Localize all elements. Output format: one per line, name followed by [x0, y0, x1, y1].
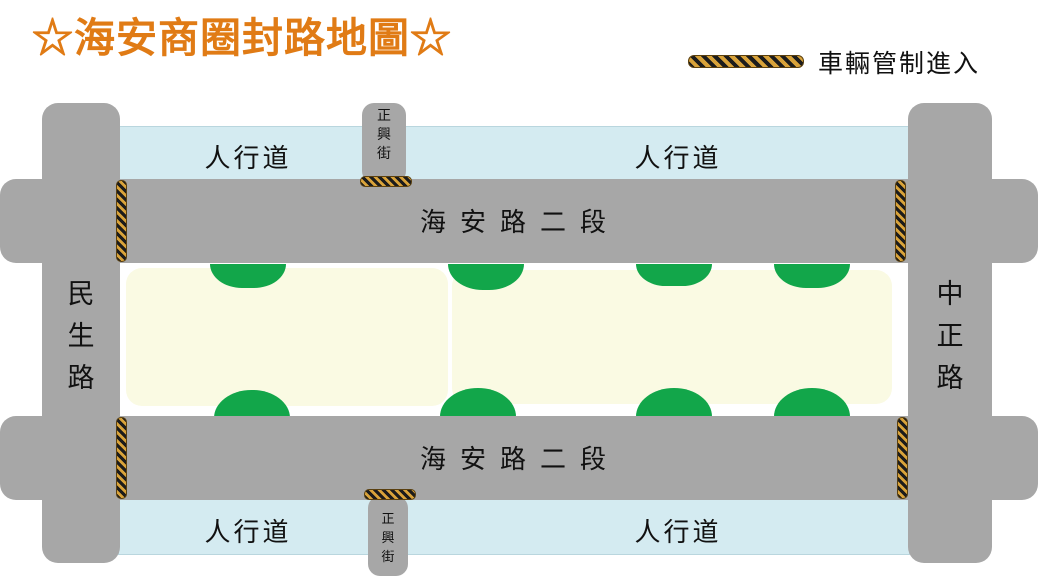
barrier-marker — [116, 417, 127, 499]
alley-char: 正 — [377, 108, 391, 124]
sidewalk-label-bottom-left: 人行道 — [204, 518, 292, 548]
road-haian-bottom — [0, 416, 1038, 500]
road-label-minsheng: 民 生 路 — [42, 274, 120, 400]
road-label-zhongzheng: 中 正 路 — [908, 274, 992, 400]
alley-char: 興 — [381, 531, 395, 546]
legend-label: 車輛管制進入 — [818, 49, 981, 78]
barrier-marker — [360, 176, 412, 187]
map-title: ☆海安商圈封路地圖☆ — [32, 14, 452, 62]
road-label-haian-top: 海安路二段 — [419, 208, 620, 238]
alley-bottom-label: 正 興 街 — [368, 510, 408, 567]
alley-zhengxing-top — [362, 103, 406, 183]
block-left — [126, 268, 448, 406]
road-char: 民 — [67, 279, 95, 310]
barrier-marker — [116, 180, 127, 262]
road-char: 路 — [67, 363, 95, 394]
barrier-marker — [364, 489, 416, 500]
sidewalk-label-bottom-right: 人行道 — [634, 518, 722, 548]
alley-zhengxing-bottom — [368, 496, 408, 576]
sidewalk-label-top-right: 人行道 — [634, 144, 722, 174]
road-char: 中 — [936, 279, 964, 310]
sidewalk-bottom — [118, 499, 910, 555]
road-char: 路 — [936, 363, 964, 394]
alley-char: 街 — [377, 146, 391, 162]
sidewalk-label-top-left: 人行道 — [204, 144, 292, 174]
sidewalk-top — [118, 126, 910, 180]
road-char: 生 — [67, 321, 95, 352]
alley-top-label: 正 興 街 — [362, 107, 406, 164]
road-label-haian-bottom: 海安路二段 — [419, 445, 620, 475]
barrier-marker — [897, 417, 908, 499]
barrier-marker — [895, 180, 906, 262]
road-haian-top — [0, 179, 1038, 263]
alley-char: 正 — [381, 512, 395, 527]
alley-char: 街 — [381, 550, 395, 565]
road-char: 正 — [936, 321, 964, 352]
block-right — [452, 270, 892, 404]
legend-barrier-swatch — [688, 55, 804, 68]
tree-canopy — [636, 264, 712, 286]
alley-char: 興 — [377, 127, 391, 143]
